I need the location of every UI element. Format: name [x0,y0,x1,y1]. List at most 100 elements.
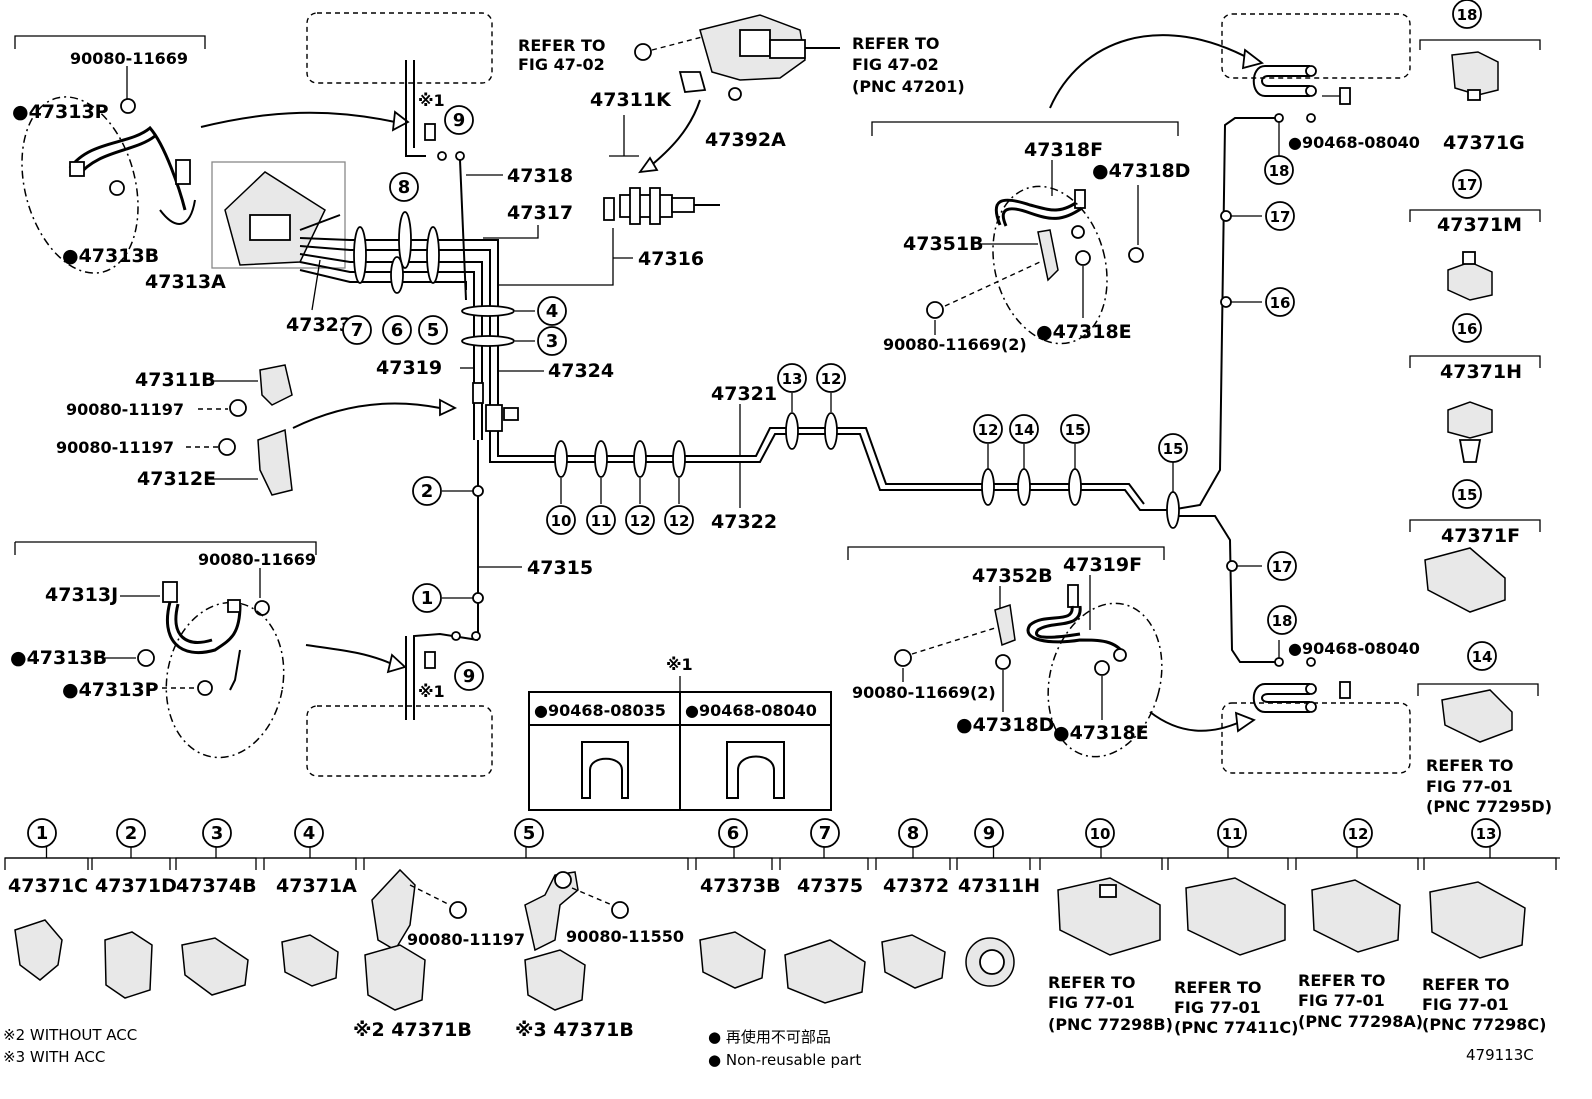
bottom-13-refer-3: (PNC 77298C) [1422,1015,1546,1034]
callout-3-circle [537,326,567,356]
clip-47371B-a-icon [364,944,426,1011]
clip-icon [1339,681,1351,699]
bottom-10-refer-2: FIG 77-01 [1048,993,1135,1012]
callout-9-number: 9 [463,666,476,687]
clamp-47311B-icon [259,364,293,406]
clip-11-icon [594,440,608,478]
clip-icon [424,123,436,141]
label-47318D-b: ●47318D [956,714,1054,736]
label-47352B: 47352B [972,565,1053,587]
label-47319: 47319 [376,357,442,379]
label-47371G: 47371G [1443,132,1525,154]
proportioning-valve-icon [619,194,673,218]
callout-17-circle [1267,551,1297,581]
note-mark-1-top: ※1 [418,91,445,110]
bottom-5-bolt-right: 90080-11550 [566,927,684,946]
clip-12b-icon [672,440,686,478]
bottom-12-refer-1: REFER TO [1298,971,1386,990]
clip-47374B-icon [181,937,249,996]
label-47318E-b: ●47318E [1053,722,1149,744]
front-right-line: 47315 ※1 90080-11669 47313J ●47313B ●473… [10,440,593,777]
label-47351B: 47351B [903,233,984,255]
bracket-47371B-b-icon [524,871,579,952]
callout-11-number: 11 [1222,825,1243,843]
clip-47371B-b-icon [524,949,586,1011]
callout-1-circle [412,583,442,613]
refer-right-1: REFER TO [852,34,940,53]
bottom-11-refer-2: FIG 77-01 [1174,998,1261,1017]
refer-left-1: REFER TO [518,36,606,55]
callout-6-circle [382,315,412,345]
bolt-icon [254,600,270,616]
label-47313J: 47313J [45,584,118,606]
front-left-hose-group: 90080-11669 ●47313P ●47313B 47313A [12,35,410,293]
clip-15b-icon [1166,491,1180,529]
bracket-icon [994,604,1016,647]
bottom-bracket [1167,857,1289,870]
clip-47371M-icon [1447,261,1493,301]
clip-legend-table: ※1 ●90468-08035 ●90468-08040 [528,655,832,811]
label-47313B-b: ●47313B [10,647,107,669]
callout-4-number: 4 [546,301,559,322]
clip-3-icon [461,335,515,347]
clip-77298B-icon [1057,877,1161,956]
clip-47375-icon [784,939,866,1004]
label-47371M: 47371M [1437,214,1522,236]
abs-actuator-group: 47323 47318 47317 47316 47319 47324 [211,161,704,440]
callout-12-circle [973,414,1003,444]
callout-3-circle [202,818,232,848]
clip-90468-08035-icon [581,741,629,799]
callout-16-circle [1452,313,1482,343]
bottom-part-9: 47311H [958,875,1040,897]
bolt-icon [218,438,236,456]
label-90080-11197-a: 90080-11197 [66,400,184,419]
bottom-5-part-left: ※2 47371B [353,1019,472,1041]
bottom-10-refer-3: (PNC 77298B) [1048,1015,1173,1034]
callout-15-circle [1060,414,1090,444]
hose-fitting-icon [175,159,191,185]
clip-table-mark: ※1 [666,655,693,674]
callout-15-circle [1452,479,1482,509]
callout-2-circle [412,476,442,506]
label-47318D-a: ●47318D [1092,160,1190,182]
label-47318F: 47318F [1024,139,1103,161]
bottom-11-refer-1: REFER TO [1174,978,1262,997]
callout-17-number: 17 [1270,208,1291,226]
clip-12c-icon [824,412,838,450]
bottom-part-7: 47375 [797,875,863,897]
rear-right-caliper-box: ●90468-08040 [1221,560,1420,774]
junction-block-icon [485,404,503,432]
label-90468-08040-b: ●90468-08040 [1288,639,1420,658]
clip-icon [1339,87,1351,105]
bolt-icon [109,180,125,196]
bottom-part-6: 47373B [700,875,781,897]
callout-1-number: 1 [421,588,434,609]
label-47371F: 47371F [1441,525,1520,547]
callout-9-circle [454,661,484,691]
arrow-to-valve [647,99,701,169]
callout-1-number: 1 [36,823,49,844]
bottom-part-1: 47371C [8,875,88,897]
clip-12d-icon [981,468,995,506]
callout-13-circle [777,363,807,393]
main-rear-brake-line: 47321 47322 [489,117,1280,663]
clip-47373B-icon [699,931,766,989]
callout-14-circle [1009,414,1039,444]
clip-47371H-icon [1447,401,1493,439]
right-column-parts: 47371G 47371M 47371H 47371F REFER TO FIG… [1409,39,1552,816]
bottom-part-8: 47372 [883,875,949,897]
bottom-bracket [1039,857,1163,870]
callout-12-number: 12 [630,512,651,530]
bolt-icon [894,649,912,667]
refer-left-2: FIG 47-02 [518,55,605,74]
callout-18-number: 18 [1272,612,1293,630]
bottom-bracket [695,857,773,870]
callout-17-circle [1452,169,1482,199]
grommet-icon [603,197,615,221]
bottom-bracket [175,857,257,870]
bracket-icon [69,161,85,177]
callout-15-circle [1158,433,1188,463]
bracket-icon [1037,229,1059,282]
callout-12-circle [664,505,694,535]
